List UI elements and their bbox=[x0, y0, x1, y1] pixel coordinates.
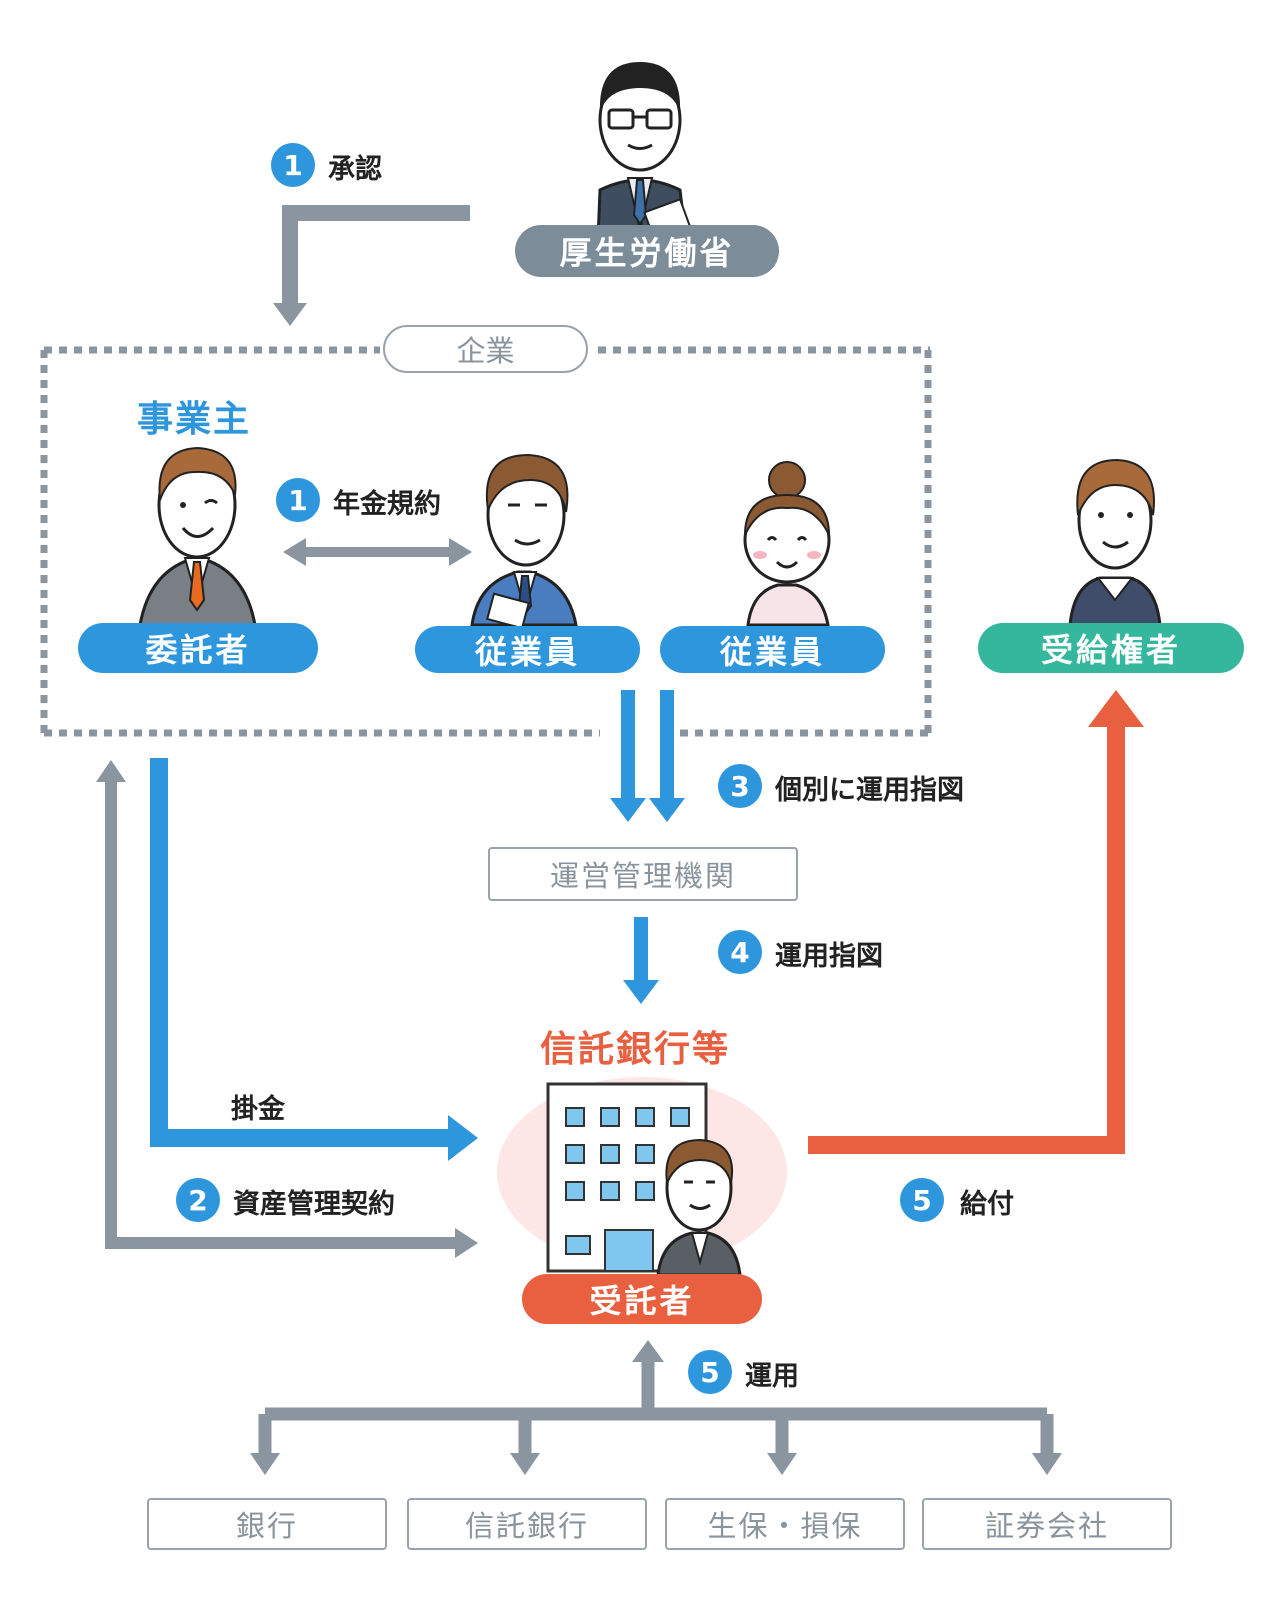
trustee-badge: 受託者 bbox=[522, 1274, 762, 1324]
institution-securities-label: 証券会社 bbox=[984, 1509, 1109, 1543]
employer-illustration bbox=[138, 446, 257, 627]
institution-insurance-label: 生保・損保 bbox=[707, 1509, 863, 1543]
institution-insurance: 生保・損保 bbox=[665, 1498, 905, 1550]
admin-org-box: 運営管理機関 bbox=[488, 847, 798, 901]
institution-trust-bank-label: 信託銀行 bbox=[464, 1509, 589, 1543]
individual-instruction-step-label: 個別に運用指図 bbox=[775, 775, 964, 806]
trustee-label: 受託者 bbox=[589, 1282, 695, 1320]
trustor-label: 委託者 bbox=[145, 631, 251, 669]
employee-badge-1: 従業員 bbox=[415, 626, 640, 673]
employee-badge-2: 従業員 bbox=[660, 626, 885, 673]
instruction-arrow bbox=[623, 917, 659, 1004]
pension-rules-arrow bbox=[283, 538, 472, 566]
company-label-text: 企業 bbox=[456, 334, 515, 368]
trustee-heading: 信託銀行等 bbox=[540, 1029, 731, 1070]
institution-bank-label: 銀行 bbox=[235, 1509, 298, 1543]
benefit-arrow bbox=[808, 690, 1144, 1154]
institution-bank: 銀行 bbox=[147, 1498, 387, 1550]
ministry-official-illustration bbox=[596, 62, 691, 242]
company-boundary bbox=[40, 346, 932, 737]
beneficiary-label: 受給権者 bbox=[1040, 631, 1181, 669]
instruction-step-label: 運用指図 bbox=[775, 941, 883, 972]
admin-org-label: 運営管理機関 bbox=[549, 859, 736, 893]
contribution-arrow bbox=[150, 758, 478, 1161]
employee-female-illustration bbox=[743, 461, 831, 627]
employer-heading: 事業主 bbox=[137, 399, 252, 440]
employee-label-1: 従業員 bbox=[474, 632, 580, 671]
approval-step-label: 承認 bbox=[328, 154, 382, 185]
asset-contract-step-number: 2 bbox=[176, 1178, 220, 1222]
individual-instruction-step-number: 3 bbox=[718, 764, 762, 808]
pension-rules-step-number: 1 bbox=[276, 478, 320, 522]
individual-instruction-arrows bbox=[610, 690, 685, 822]
investment-arrows bbox=[250, 1340, 1062, 1475]
institution-securities: 証券会社 bbox=[922, 1498, 1172, 1550]
company-label: 企業 bbox=[383, 325, 588, 373]
trustee-illustration bbox=[497, 1077, 787, 1277]
approval-step-number: 1 bbox=[271, 143, 315, 187]
beneficiary-illustration bbox=[1068, 458, 1162, 627]
asset-contract-step-label: 資産管理契約 bbox=[233, 1189, 395, 1220]
employee-male-illustration bbox=[470, 453, 578, 630]
approval-arrow bbox=[273, 205, 470, 326]
trustor-badge: 委託者 bbox=[78, 623, 318, 673]
investment-step-label: 運用 bbox=[745, 1361, 799, 1392]
ministry-label: 厚生労働省 bbox=[559, 234, 735, 272]
asset-contract-arrow bbox=[96, 760, 478, 1258]
contribution-label: 掛金 bbox=[231, 1094, 285, 1125]
benefit-step-label: 給付 bbox=[960, 1189, 1014, 1220]
ministry-badge: 厚生労働省 bbox=[515, 225, 779, 277]
benefit-step-number: 5 bbox=[900, 1178, 944, 1222]
pension-rules-step-label: 年金規約 bbox=[333, 489, 441, 520]
institution-trust-bank: 信託銀行 bbox=[407, 1498, 647, 1550]
instruction-step-number: 4 bbox=[718, 930, 762, 974]
beneficiary-badge: 受給権者 bbox=[978, 623, 1244, 673]
investment-step-number: 5 bbox=[688, 1350, 732, 1394]
employee-label-2: 従業員 bbox=[719, 632, 825, 671]
